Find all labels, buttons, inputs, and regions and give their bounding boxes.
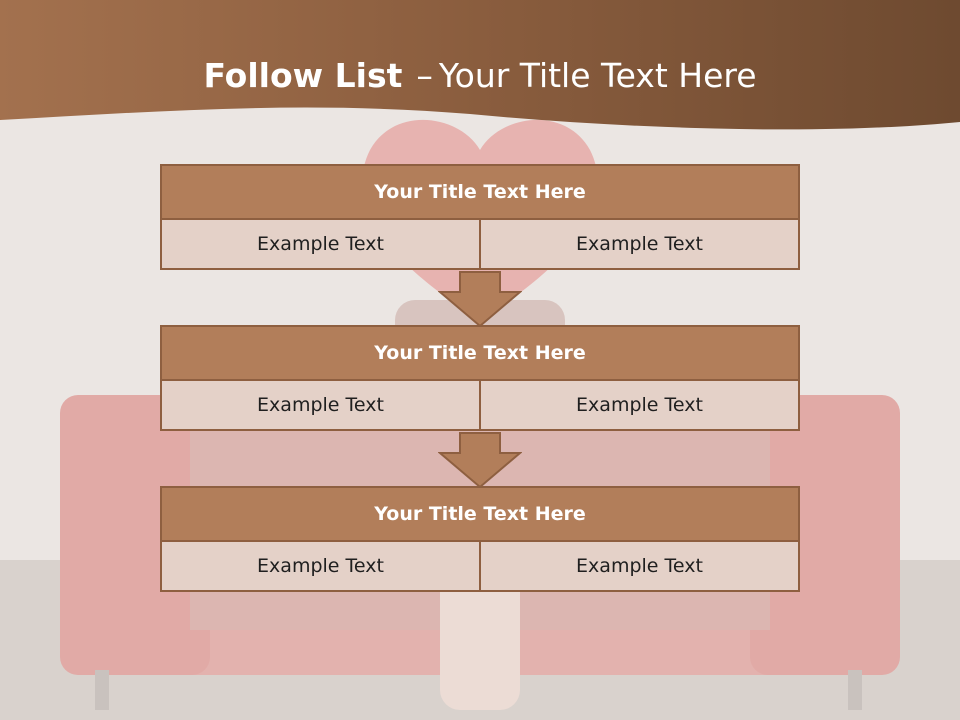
block-cell-left: Example Text — [160, 220, 481, 270]
title-strong: Follow List — [203, 56, 403, 95]
list-block-3: Your Title Text Here Example Text Exampl… — [160, 486, 800, 592]
down-arrow-icon — [438, 271, 522, 328]
block-cell-right: Example Text — [481, 220, 800, 270]
block-title: Your Title Text Here — [160, 325, 800, 381]
block-cell-left: Example Text — [160, 542, 481, 592]
block-cell-right: Example Text — [481, 381, 800, 431]
title-dash: – — [416, 56, 433, 95]
list-block-2: Your Title Text Here Example Text Exampl… — [160, 325, 800, 431]
block-title: Your Title Text Here — [160, 164, 800, 220]
title-rest: Your Title Text Here — [438, 56, 757, 95]
list-block-1: Your Title Text Here Example Text Exampl… — [160, 164, 800, 270]
block-cell-right: Example Text — [481, 542, 800, 592]
block-title: Your Title Text Here — [160, 486, 800, 542]
block-cell-left: Example Text — [160, 381, 481, 431]
down-arrow-icon — [438, 432, 522, 489]
page-title: Follow List–Your Title Text Here — [0, 56, 960, 95]
